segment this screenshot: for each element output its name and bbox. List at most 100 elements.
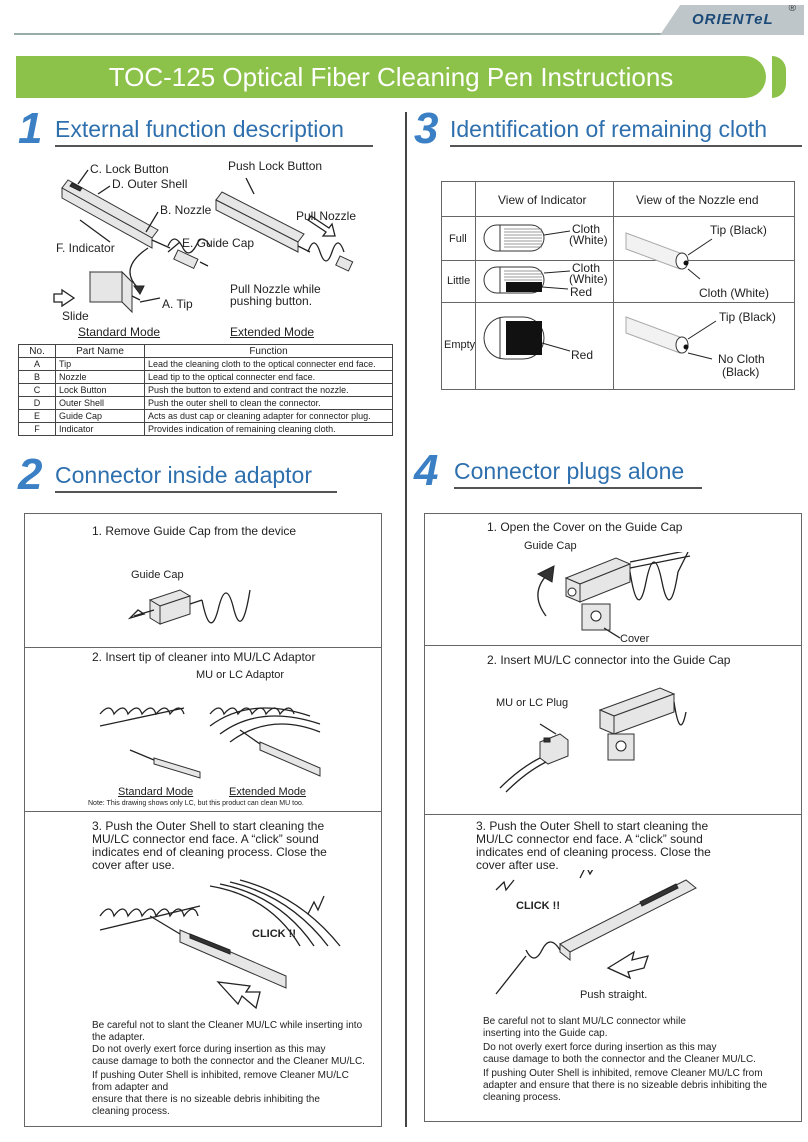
s2-warning-line: cleaning process.	[92, 1106, 170, 1117]
section-1-underline	[55, 145, 373, 147]
header-view-indicator: View of Indicator	[498, 193, 587, 207]
s4-step-3: 3. Push the Outer Shell to start cleanin…	[476, 820, 711, 872]
s4-step-3-line: MU/LC connector end face. A “click” soun…	[476, 832, 703, 846]
s2-warning-line: cause damage to both the connector and t…	[92, 1056, 365, 1067]
section-1-title: External function description	[55, 116, 344, 142]
s2-warning-line: Do not overly exert force during inserti…	[92, 1044, 326, 1055]
table-cell: Lead tip to the optical connecter end fa…	[144, 370, 393, 384]
table-cell: Outer Shell	[55, 396, 145, 410]
full-noz-tip: Tip (Black)	[710, 223, 767, 237]
section-4-title: Connector plugs alone	[454, 458, 685, 484]
table-cell: B	[18, 370, 56, 384]
s2-step-3-line: indicates end of cleaning process. Close…	[92, 845, 327, 859]
table-header-function: Function	[144, 344, 393, 358]
s2-adaptor-label: MU or LC Adaptor	[196, 669, 285, 681]
s4-cover-label: Cover	[620, 633, 650, 645]
full-ind-cloth: Cloth	[572, 222, 601, 236]
insert-plug-illustration	[499, 687, 687, 793]
table-cell: Push the button to extend and contract t…	[144, 383, 393, 397]
column-divider	[405, 112, 407, 1127]
table-header-no: No.	[18, 344, 56, 358]
panel-divider	[424, 645, 802, 646]
remove-cap-illustration	[127, 589, 251, 625]
table-cell: Guide Cap	[55, 409, 145, 423]
s2-step-3-line: MU/LC connector end face. A “click” soun…	[92, 832, 319, 846]
s2-extended-mode: Extended Mode	[229, 786, 307, 798]
section-2-number: 2	[18, 450, 43, 499]
s2-warning-line: ensure that there is no sizeable debris …	[92, 1094, 320, 1105]
s4-warning-line: cause damage to both the connector and t…	[483, 1054, 756, 1065]
s4-click: CLICK !!	[516, 900, 560, 912]
pen-parts-illustration	[53, 169, 354, 314]
s2-warning-line: Be careful not to slant the Cleaner MU/L…	[92, 1020, 363, 1031]
s4-warning-line: inserting into the Guide cap.	[483, 1028, 608, 1039]
label-extended-mode: Extended Mode	[230, 325, 315, 339]
s2-step-3-line: cover after use.	[92, 858, 175, 872]
section-3-title: Identification of remaining cloth	[450, 116, 768, 142]
section-2-panel	[24, 513, 382, 1127]
table-cell: C	[18, 383, 56, 397]
table-cell: A	[18, 357, 56, 371]
label-guide-cap: E. Guide Cap	[182, 236, 255, 250]
panel-divider	[24, 647, 382, 648]
panel-divider	[424, 814, 802, 815]
table-cell: F	[18, 422, 56, 436]
open-cover-illustration	[536, 552, 691, 639]
s4-warning-line: cleaning process.	[483, 1092, 561, 1103]
table-cell: Acts as dust cap or cleaning adapter for…	[144, 409, 393, 423]
label-lock-button: C. Lock Button	[90, 162, 169, 176]
brand-logo: ORIENTeL ®	[660, 5, 804, 35]
empty-ind-red: Red	[571, 348, 594, 362]
table-cell: Lead the cleaning cloth to the optical c…	[144, 357, 393, 371]
table-header-part: Part Name	[55, 344, 145, 358]
table-cell: Indicator	[55, 422, 145, 436]
table-header-row: No. Part Name Function	[18, 344, 393, 358]
table-cell: Lock Button	[55, 383, 145, 397]
little-ind-white: (White)	[569, 272, 608, 286]
s2-guide-cap-label: Guide Cap	[131, 569, 184, 581]
label-push-lock: Push Lock Button	[228, 159, 323, 173]
s4-step-3-line: 3. Push the Outer Shell to start cleanin…	[476, 819, 709, 833]
panel-divider	[24, 811, 382, 812]
little-ind-red: Red	[570, 285, 593, 299]
table-cell: Tip	[55, 357, 145, 371]
s4-push-straight: Push straight.	[580, 989, 648, 1001]
header-view-nozzle: View of the Nozzle end	[636, 193, 759, 207]
level-little: Little	[447, 275, 471, 287]
s2-step-3: 3. Push the Outer Shell to start cleanin…	[92, 820, 327, 872]
label-outer-shell: D. Outer Shell	[112, 177, 188, 191]
s4-warning-line: adapter and ensure that there is no size…	[483, 1080, 768, 1091]
section-4-number: 4	[414, 446, 439, 495]
s4-step-3-line: cover after use.	[476, 858, 559, 872]
section-1-number: 1	[18, 104, 43, 153]
empty-noz-black: (Black)	[722, 365, 760, 379]
s4-warning: Be careful not to slant MU/LC connector …	[483, 1016, 767, 1104]
insert-adaptor-illustration	[99, 707, 321, 779]
s2-step-2: 2. Insert tip of cleaner into MU/LC Adap…	[92, 650, 316, 664]
label-pull-nozzle: Pull Nozzle	[296, 209, 357, 223]
s4-guide-cap-label: Guide Cap	[524, 540, 577, 552]
indicator-views	[483, 224, 717, 360]
table-divider	[475, 181, 476, 389]
label-tip: A. Tip	[162, 297, 193, 311]
label-slide: Slide	[62, 309, 89, 323]
section-2-title: Connector inside adaptor	[55, 462, 312, 488]
full-noz-cloth: Cloth (White)	[699, 286, 770, 300]
full-ind-white: (White)	[569, 233, 608, 247]
s4-step-1: 1. Open the Cover on the Guide Cap	[487, 520, 683, 534]
level-empty: Empty	[444, 339, 476, 351]
s2-click: CLICK !!	[252, 928, 296, 940]
s4-warning-line: Be careful not to slant MU/LC connector …	[483, 1016, 686, 1027]
push-shell-adaptor-illustration	[99, 879, 341, 1010]
s4-warning-line: If pushing Outer Shell is inhibited, rem…	[483, 1068, 763, 1079]
s4-step-3-line: indicates end of cleaning process. Close…	[476, 845, 711, 859]
s2-note: Note: This drawing shows only LC, but th…	[88, 800, 304, 807]
empty-noz-nocloth: No Cloth	[718, 352, 765, 366]
label-pull-while-2: pushing button.	[230, 294, 313, 308]
